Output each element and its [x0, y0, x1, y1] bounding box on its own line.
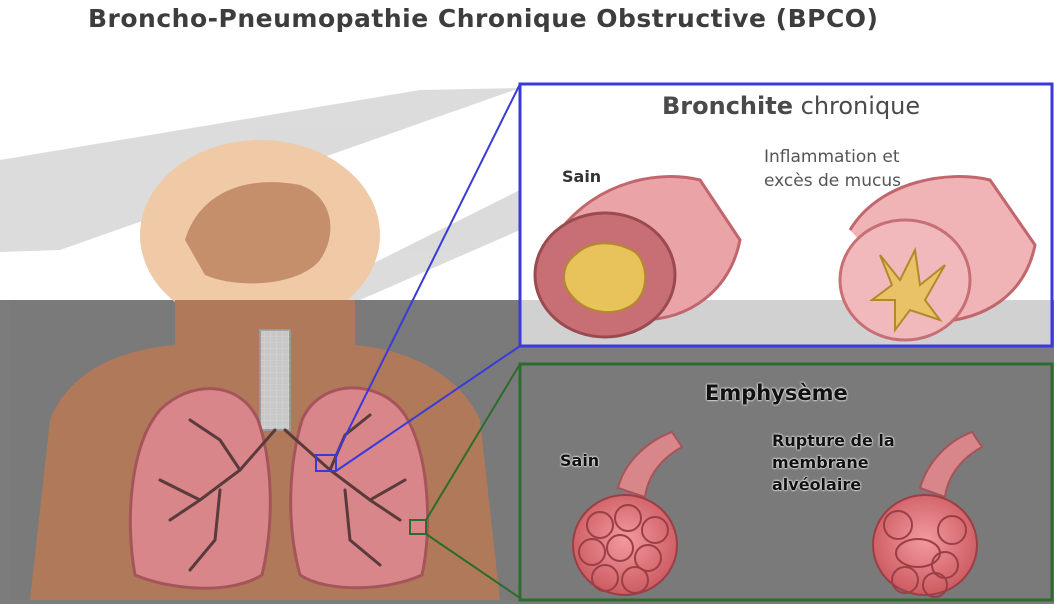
bronchite-panel — [520, 84, 1052, 346]
emphyseme-title: Emphysème — [705, 381, 848, 405]
emphyseme-disease-line2: membrane — [772, 452, 895, 474]
bronchite-disease-line1: Inflammation et — [764, 145, 901, 169]
bronchite-title-rest: chronique — [793, 92, 920, 120]
trachea — [260, 330, 290, 430]
bronchite-healthy-label: Sain — [562, 167, 601, 186]
emphyseme-disease-line1: Rupture de la — [772, 430, 895, 452]
bronchite-title: Bronchite chronique — [662, 92, 920, 120]
emphyseme-healthy-label: Sain — [560, 451, 599, 470]
emphyseme-disease-line3: alvéolaire — [772, 474, 895, 496]
bronchite-disease-label: Inflammation et excès de mucus — [764, 145, 901, 193]
emphyseme-disease-label: Rupture de la membrane alvéolaire — [772, 430, 895, 496]
bronchite-disease-line2: excès de mucus — [764, 169, 901, 193]
bronchite-title-bold: Bronchite — [662, 92, 793, 120]
